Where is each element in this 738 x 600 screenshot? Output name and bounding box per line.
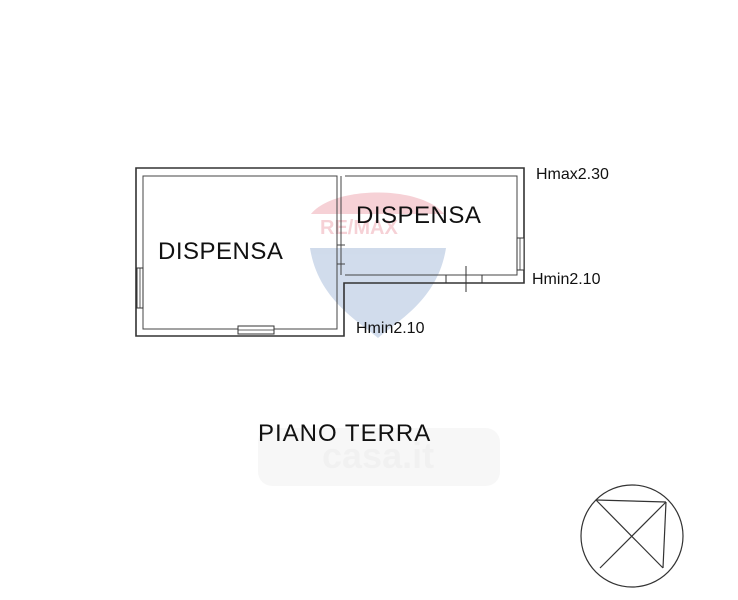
compass-circle (580, 484, 684, 588)
height-min-bottom-label: Hmin2.10 (356, 320, 425, 337)
height-min-right-label: Hmin2.10 (532, 271, 601, 288)
right-room-inner-wall (345, 175, 518, 276)
remax-balloon-bottom (310, 248, 446, 338)
outer-wall (135, 167, 525, 337)
compass-diagonal-a (595, 499, 664, 569)
casa-it-watermark: casa.it (258, 428, 500, 486)
compass-needle-top (595, 499, 667, 503)
casa-it-wordmark: casa.it (322, 435, 434, 476)
remax-wordmark: RE/MAX (320, 217, 398, 239)
compass-diagonal-b (599, 501, 667, 569)
window-right (516, 237, 525, 271)
compass-icon (580, 484, 684, 588)
room-label-right: DISPENSA (356, 202, 481, 229)
room-label-left: DISPENSA (158, 238, 283, 265)
height-max-label: Hmax2.30 (536, 166, 609, 183)
windows (136, 237, 525, 335)
compass-needle-side (662, 501, 667, 569)
casa-it-box (258, 428, 500, 486)
remax-band (305, 214, 450, 238)
floor-label: PIANO TERRA (258, 420, 431, 447)
